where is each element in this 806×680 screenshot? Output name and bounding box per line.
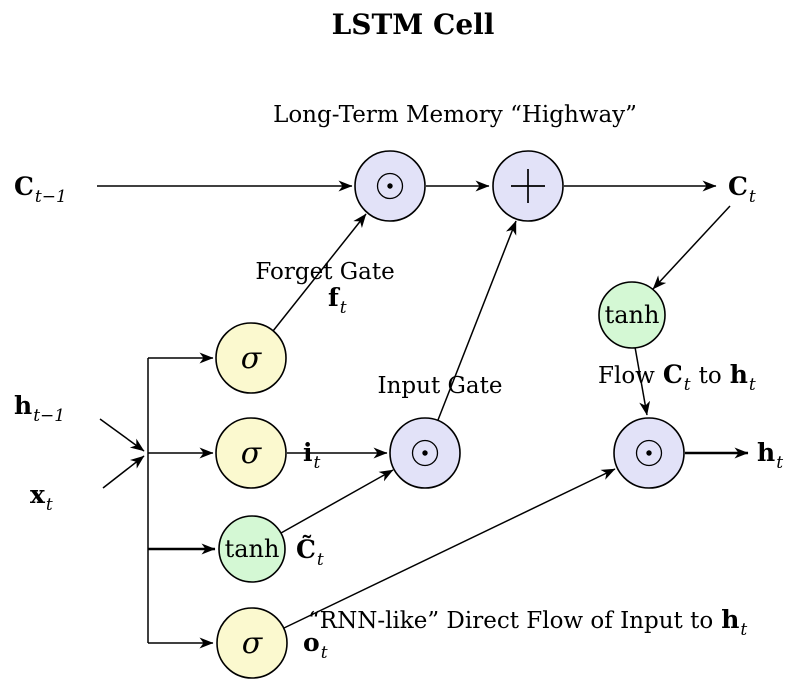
flow-caption-c: C <box>663 360 683 389</box>
node-mul-input <box>389 417 461 489</box>
tanh-symbol: tanh <box>225 535 280 563</box>
flow-caption-word2: to <box>699 363 722 389</box>
input-gate-caption: Input Gate <box>378 373 503 399</box>
label-o-t-sub: t <box>321 643 328 663</box>
rnn-caption-h: h <box>721 605 739 634</box>
label-i-t-sub: t <box>314 453 321 473</box>
flow-caption-h: h <box>730 360 748 389</box>
edge-tanh-output-to-mul-output <box>634 346 651 416</box>
label-h-t-sub: t <box>776 453 783 473</box>
label-h-t-main: h <box>757 438 775 467</box>
node-sigma-forget-circle <box>215 322 287 394</box>
label-h-prev-main: h <box>14 391 32 420</box>
odot-icon <box>411 439 439 467</box>
label-c-tilde-sub: t <box>317 550 324 570</box>
label-c-t: Ct <box>728 172 756 207</box>
label-h-t: ht <box>757 438 783 473</box>
edge-hprev-to-junction <box>99 418 145 452</box>
node-add <box>492 150 564 222</box>
node-sigma-input-circle <box>215 417 287 489</box>
label-c-prev-main: C <box>14 172 34 201</box>
label-x-t-main: x <box>30 480 46 509</box>
diagram-title: LSTM Cell <box>332 8 495 41</box>
node-tanh-output: tanh <box>598 281 666 349</box>
label-c-t-main: C <box>728 172 748 201</box>
flow-caption-word1: Flow <box>598 363 655 389</box>
edge-xt-to-junction <box>102 455 145 489</box>
plus-icon <box>511 169 545 203</box>
edge-sigma-forget-to-mul-forget <box>272 213 367 332</box>
node-mul-forget <box>354 150 426 222</box>
label-i-t-main: i <box>303 438 313 467</box>
node-mul-output <box>613 417 685 489</box>
rnn-caption-text: “RNN-like” Direct Flow of Input to <box>308 608 713 634</box>
edge-mul-input-to-add <box>437 220 517 421</box>
node-tanh-candidate-circle <box>218 515 286 583</box>
label-h-prev-sub: t−1 <box>33 406 65 426</box>
odot-icon <box>635 439 663 467</box>
edge-tanh-candidate-to-mul-input <box>280 469 394 534</box>
label-c-prev-sub: t−1 <box>35 187 67 207</box>
label-o-t-main: o <box>303 628 320 657</box>
label-c-t-sub: t <box>749 187 756 207</box>
label-c-tilde-main: C̃ <box>296 535 316 564</box>
label-x-t-sub: t <box>46 495 53 515</box>
flow-caption-h-sub: t <box>749 375 756 395</box>
label-c-tilde: C̃t <box>296 535 324 570</box>
rnn-caption-h-sub: t <box>740 620 747 640</box>
forget-gate-caption: Forget Gate <box>255 259 394 285</box>
label-i-t: it <box>303 438 321 473</box>
node-sigma-input: σ <box>215 417 287 489</box>
node-tanh-output-circle <box>598 281 666 349</box>
odot-icon <box>376 172 404 200</box>
node-sigma-output-circle <box>216 607 288 679</box>
edge-ct-to-tanh-output <box>652 205 731 290</box>
tanh-symbol: tanh <box>605 301 660 329</box>
node-sigma-output: σ <box>216 607 288 679</box>
edge-sigma-output-to-mul-output <box>283 468 616 629</box>
rnn-caption: “RNN-like” Direct Flow of Input to ht <box>308 605 747 640</box>
label-o-t: ot <box>303 628 328 663</box>
highway-caption: Long-Term Memory “Highway” <box>273 102 637 128</box>
sigma-symbol: σ <box>241 341 263 376</box>
label-f-t-main: f <box>328 283 341 312</box>
label-h-prev: ht−1 <box>14 391 65 426</box>
sigma-symbol: σ <box>242 626 264 661</box>
label-f-t: ft <box>328 283 347 318</box>
label-c-prev: Ct−1 <box>14 172 67 207</box>
sigma-symbol: σ <box>241 436 263 471</box>
flow-caption-c-sub: t <box>684 375 691 395</box>
label-f-t-sub: t <box>340 298 347 318</box>
node-tanh-candidate: tanh <box>218 515 286 583</box>
node-sigma-forget: σ <box>215 322 287 394</box>
label-x-t: xt <box>30 480 53 515</box>
